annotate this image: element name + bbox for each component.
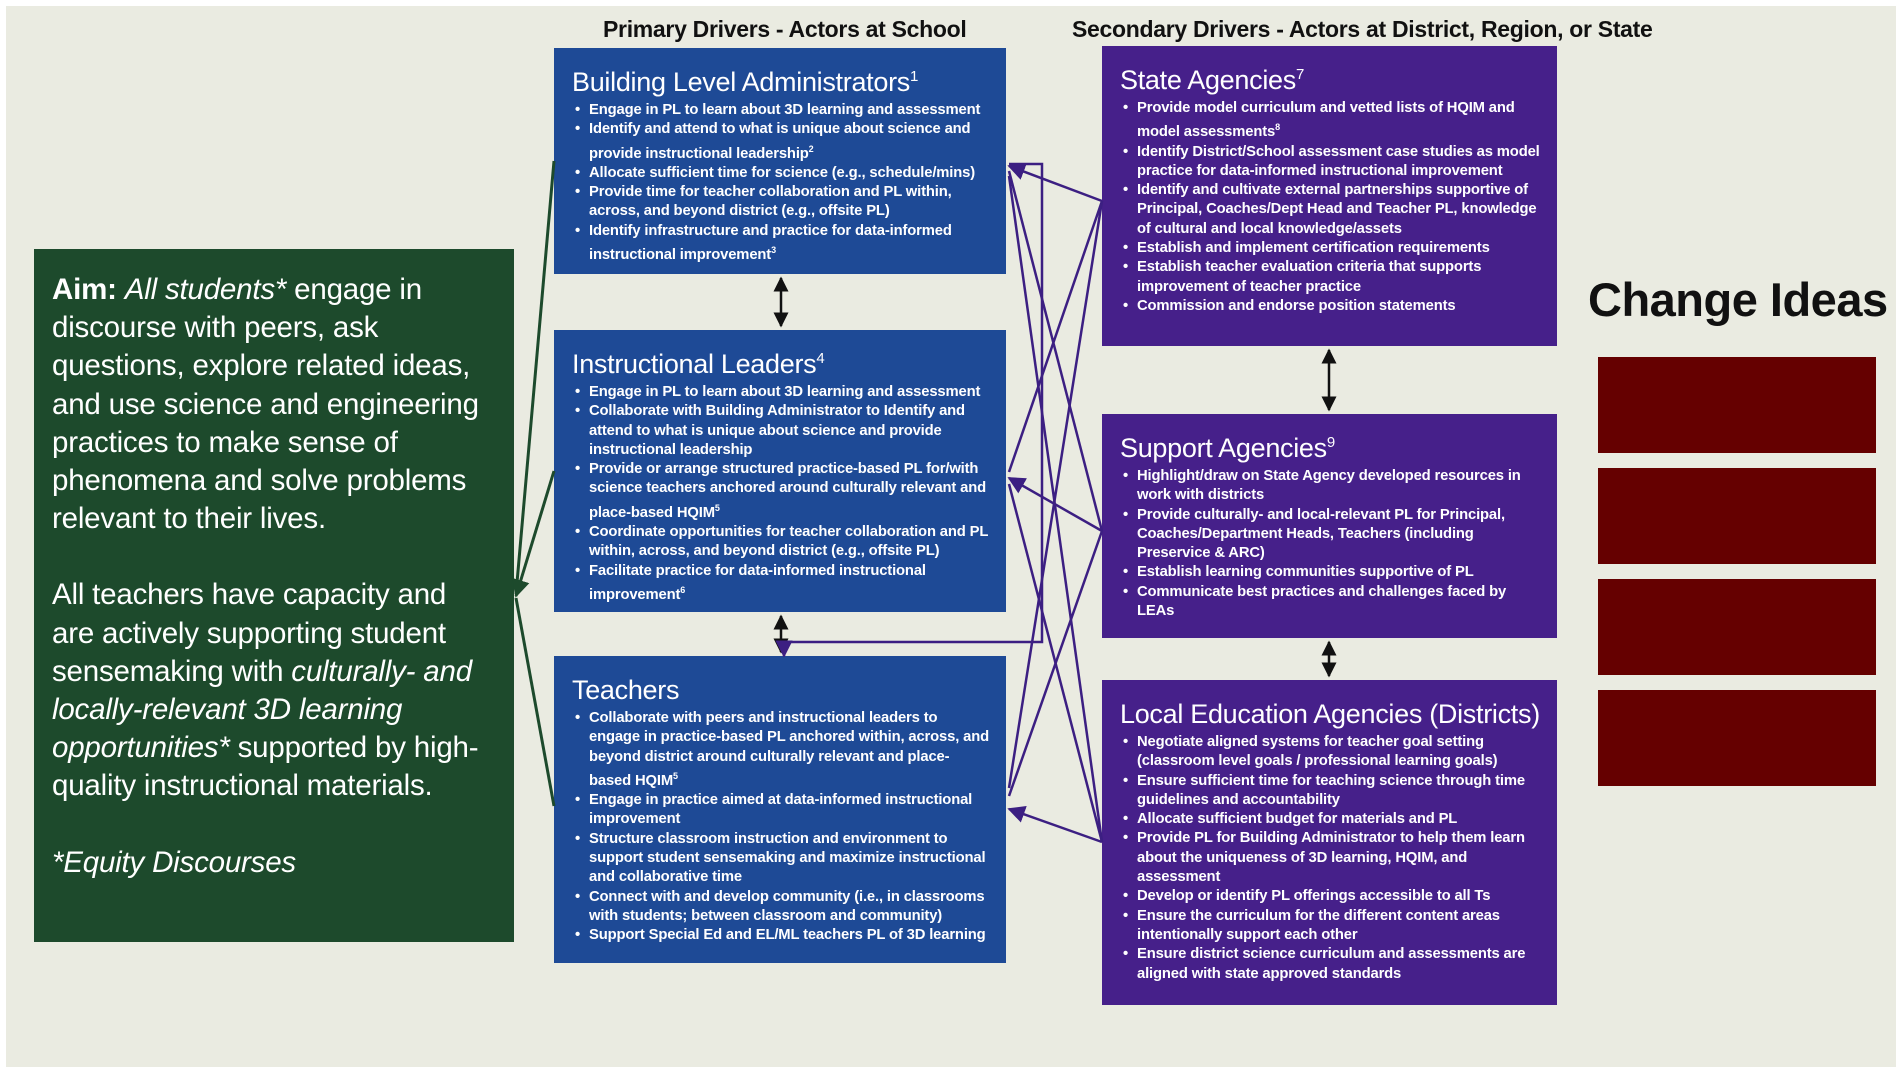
bullet-item: Coordinate opportunities for teacher col…: [575, 523, 990, 562]
box-title: State Agencies7: [1120, 65, 1304, 95]
connector-state-to-admin: [1007, 163, 1103, 203]
bullet-item: Provide time for teacher collaboration a…: [575, 183, 990, 222]
support-agencies-box: Support Agencies9 Highlight/draw on Stat…: [1102, 414, 1557, 638]
box-title: Support Agencies9: [1120, 433, 1335, 463]
bullet-item: Collaborate with Building Administrator …: [575, 402, 990, 460]
purple-connectors: [775, 162, 1104, 844]
bullet-list: Engage in PL to learn about 3D learning …: [572, 383, 990, 605]
bullet-list: Highlight/draw on State Agency developed…: [1120, 467, 1541, 621]
bullet-item: Structure classroom instruction and envi…: [575, 830, 990, 888]
bullet-item: Establish learning communities supportiv…: [1123, 563, 1541, 583]
bullet-item: Ensure district science curriculum and a…: [1123, 945, 1541, 984]
connector-support-to-admin: [1007, 170, 1104, 532]
building-level-administrators-box: Building Level Administrators1 Engage in…: [554, 48, 1006, 274]
bullet-item: Provide model curriculum and vetted list…: [1123, 99, 1541, 143]
box-title: Teachers: [572, 675, 680, 705]
bullet-list: Engage in PL to learn about 3D learning …: [572, 101, 990, 265]
aim-box: Aim: All students* engage in discourse w…: [34, 249, 514, 942]
aim-text-2b: supported by high-quality instructional …: [52, 731, 479, 803]
bullet-item: Identify infrastructure and practice for…: [575, 222, 990, 266]
bullet-item: Engage in PL to learn about 3D learning …: [575, 383, 990, 403]
bullet-item: Provide culturally- and local-relevant P…: [1123, 506, 1541, 564]
box-title: Local Education Agencies (Districts): [1120, 699, 1540, 729]
bullet-item: Commission and endorse position statemen…: [1123, 297, 1541, 317]
change-idea-box-3: [1598, 579, 1876, 675]
connector-lea-to-teachers: [1007, 806, 1103, 844]
black-double-arrows: [773, 276, 1337, 678]
box-title: Building Level Administrators1: [572, 67, 919, 97]
bullet-item: Ensure the curriculum for the different …: [1123, 907, 1541, 946]
aim-teachers-statement: All teachers have capacity and are activ…: [52, 576, 496, 805]
aim-footnote: *Equity Discourses: [52, 845, 296, 879]
bullet-item: Support Special Ed and EL/ML teachers PL…: [575, 926, 990, 946]
box-title: Instructional Leaders4: [572, 349, 825, 379]
bullet-item: Allocate sufficient time for science (e.…: [575, 164, 990, 184]
bullet-list: Negotiate aligned systems for teacher go…: [1120, 733, 1541, 984]
connector-lea-to-admin: [1007, 175, 1104, 843]
connector-state-to-leaders: [1007, 200, 1104, 473]
bullet-list: Collaborate with peers and instructional…: [572, 709, 990, 946]
connector-arrows: [512, 160, 1337, 844]
bullet-item: Provide or arrange structured practice-b…: [575, 460, 990, 523]
bullet-item: Connect with and develop community (i.e.…: [575, 888, 990, 927]
bullet-item: Establish and implement certification re…: [1123, 239, 1541, 259]
aim-text-2a: All teachers have capacity and are activ…: [52, 578, 447, 688]
teachers-box: Teachers Collaborate with peers and inst…: [554, 656, 1006, 963]
aim-label: Aim:: [52, 273, 117, 306]
bullet-item: Identify and cultivate external partners…: [1123, 181, 1541, 239]
bullet-item: Identify District/School assessment case…: [1123, 143, 1541, 182]
driver-diagram: Primary Drivers - Actors at School Secon…: [6, 6, 1896, 1067]
aim-emphasis-students: All students*: [124, 273, 287, 306]
connector-state-to-teachers: [1007, 200, 1104, 789]
connector-admin-to-aim: [514, 160, 556, 595]
bullet-item: Develop or identify PL offerings accessi…: [1123, 887, 1541, 907]
change-idea-box-1: [1598, 357, 1876, 453]
connector-teachers-to-aim: [514, 597, 556, 807]
bullet-item: Ensure sufficient time for teaching scie…: [1123, 772, 1541, 811]
change-idea-box-2: [1598, 468, 1876, 564]
primary-drivers-header: Primary Drivers - Actors at School: [603, 16, 967, 42]
bullet-item: Provide PL for Building Administrator to…: [1123, 829, 1541, 887]
aim-statement: Aim: All students* engage in discourse w…: [52, 271, 496, 538]
bullet-item: Engage in PL to learn about 3D learning …: [575, 101, 990, 121]
change-ideas-title: Change Ideas: [1588, 273, 1888, 326]
bullet-item: Establish teacher evaluation criteria th…: [1123, 258, 1541, 297]
secondary-drivers-header: Secondary Drivers - Actors at District, …: [1072, 16, 1653, 42]
bullet-item: Facilitate practice for data-informed in…: [575, 562, 990, 606]
connector-leaders-to-aim: [512, 470, 556, 598]
bullet-item: Collaborate with peers and instructional…: [575, 709, 990, 791]
connector-lea-to-leaders: [1007, 483, 1104, 843]
green-connectors: [512, 160, 556, 807]
bullet-item: Identify and attend to what is unique ab…: [575, 120, 990, 164]
instructional-leaders-box: Instructional Leaders4 Engage in PL to l…: [554, 330, 1006, 612]
change-idea-box-4: [1598, 690, 1876, 786]
bullet-item: Highlight/draw on State Agency developed…: [1123, 467, 1541, 506]
bullet-item: Allocate sufficient budget for materials…: [1123, 810, 1541, 830]
aim-emphasis-opportunities: culturally- and locally-relevant 3D lear…: [52, 654, 472, 765]
bullet-item: Negotiate aligned systems for teacher go…: [1123, 733, 1541, 772]
bracket-admin-to-teachers: [775, 162, 1044, 658]
bullet-list: Provide model curriculum and vetted list…: [1120, 99, 1541, 316]
bullet-item: Engage in practice aimed at data-informe…: [575, 791, 990, 830]
local-education-agencies-box: Local Education Agencies (Districts) Neg…: [1102, 680, 1557, 1005]
bullet-item: Communicate best practices and challenge…: [1123, 583, 1541, 622]
aim-text-1: engage in discourse with peers, ask ques…: [52, 273, 479, 536]
state-agencies-box: State Agencies7 Provide model curriculum…: [1102, 46, 1557, 346]
